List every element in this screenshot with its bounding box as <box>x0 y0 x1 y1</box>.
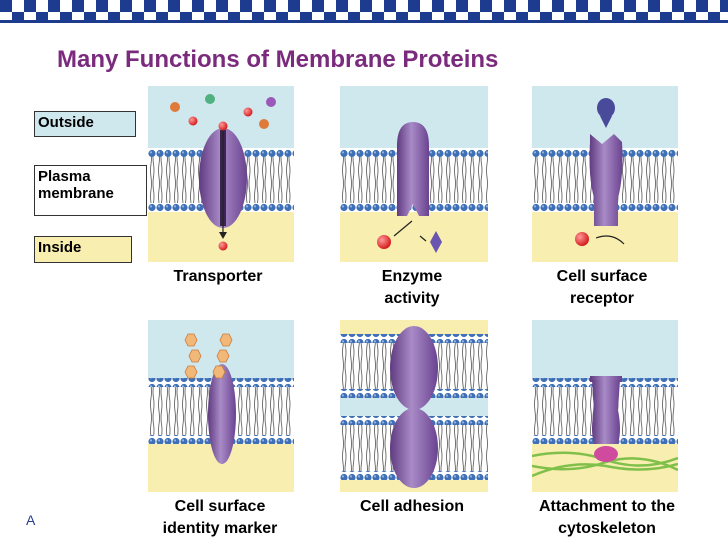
legend-outside-label: Outside <box>38 114 94 131</box>
caption-cytoskeleton-line1: Attachment to the <box>539 498 675 515</box>
caption-adhesion-line1: Cell adhesion <box>359 498 465 515</box>
panel-identity-marker <box>148 320 294 492</box>
caption-enzyme: Enzyme activity <box>340 266 484 310</box>
anchoring-protein <box>592 380 620 444</box>
corner-mark: A <box>26 512 36 528</box>
caption-receptor-line2: receptor <box>569 290 635 307</box>
panel-receptor <box>532 86 678 262</box>
caption-cytoskeleton-line2: cytoskeleton <box>558 520 656 537</box>
caption-transporter-line1: Transporter <box>173 268 263 285</box>
caption-enzyme-line2: activity <box>384 290 440 307</box>
caption-adhesion: Cell adhesion <box>340 496 484 518</box>
legend-membrane-label-line2: membrane <box>38 185 114 202</box>
top-decorative-bar <box>0 0 728 28</box>
slide-title: Many Functions of Membrane Proteins <box>57 46 499 73</box>
receptor-protein <box>589 134 623 226</box>
caption-identity-marker: Cell surface identity marker <box>140 496 300 540</box>
glycoprotein <box>208 364 236 464</box>
caption-enzyme-line1: Enzyme <box>381 268 443 285</box>
caption-receptor-line1: Cell surface <box>556 268 648 285</box>
legend-inside: Inside <box>34 236 132 263</box>
panel-transporter <box>148 86 294 262</box>
adhesion-protein-top <box>390 326 438 410</box>
enzyme-protein <box>397 122 429 216</box>
panel-adhesion <box>340 320 488 492</box>
legend-outside: Outside <box>34 111 136 137</box>
adhesion-protein-bottom <box>390 408 438 488</box>
legend-plasma-membrane: Plasma membrane <box>34 165 147 216</box>
carbohydrate-chain <box>184 333 233 379</box>
caption-identity-line2: identity marker <box>162 520 278 537</box>
checker-pattern <box>0 0 728 23</box>
caption-transporter: Transporter <box>148 266 288 288</box>
caption-identity-line1: Cell surface <box>174 498 266 515</box>
panel-cytoskeleton <box>532 320 678 492</box>
caption-receptor: Cell surface receptor <box>530 266 674 310</box>
caption-cytoskeleton: Attachment to the cytoskeleton <box>518 496 696 540</box>
panel-enzyme <box>340 86 488 262</box>
legend-inside-label: Inside <box>38 239 82 256</box>
legend-membrane-label-line1: Plasma <box>38 168 91 185</box>
